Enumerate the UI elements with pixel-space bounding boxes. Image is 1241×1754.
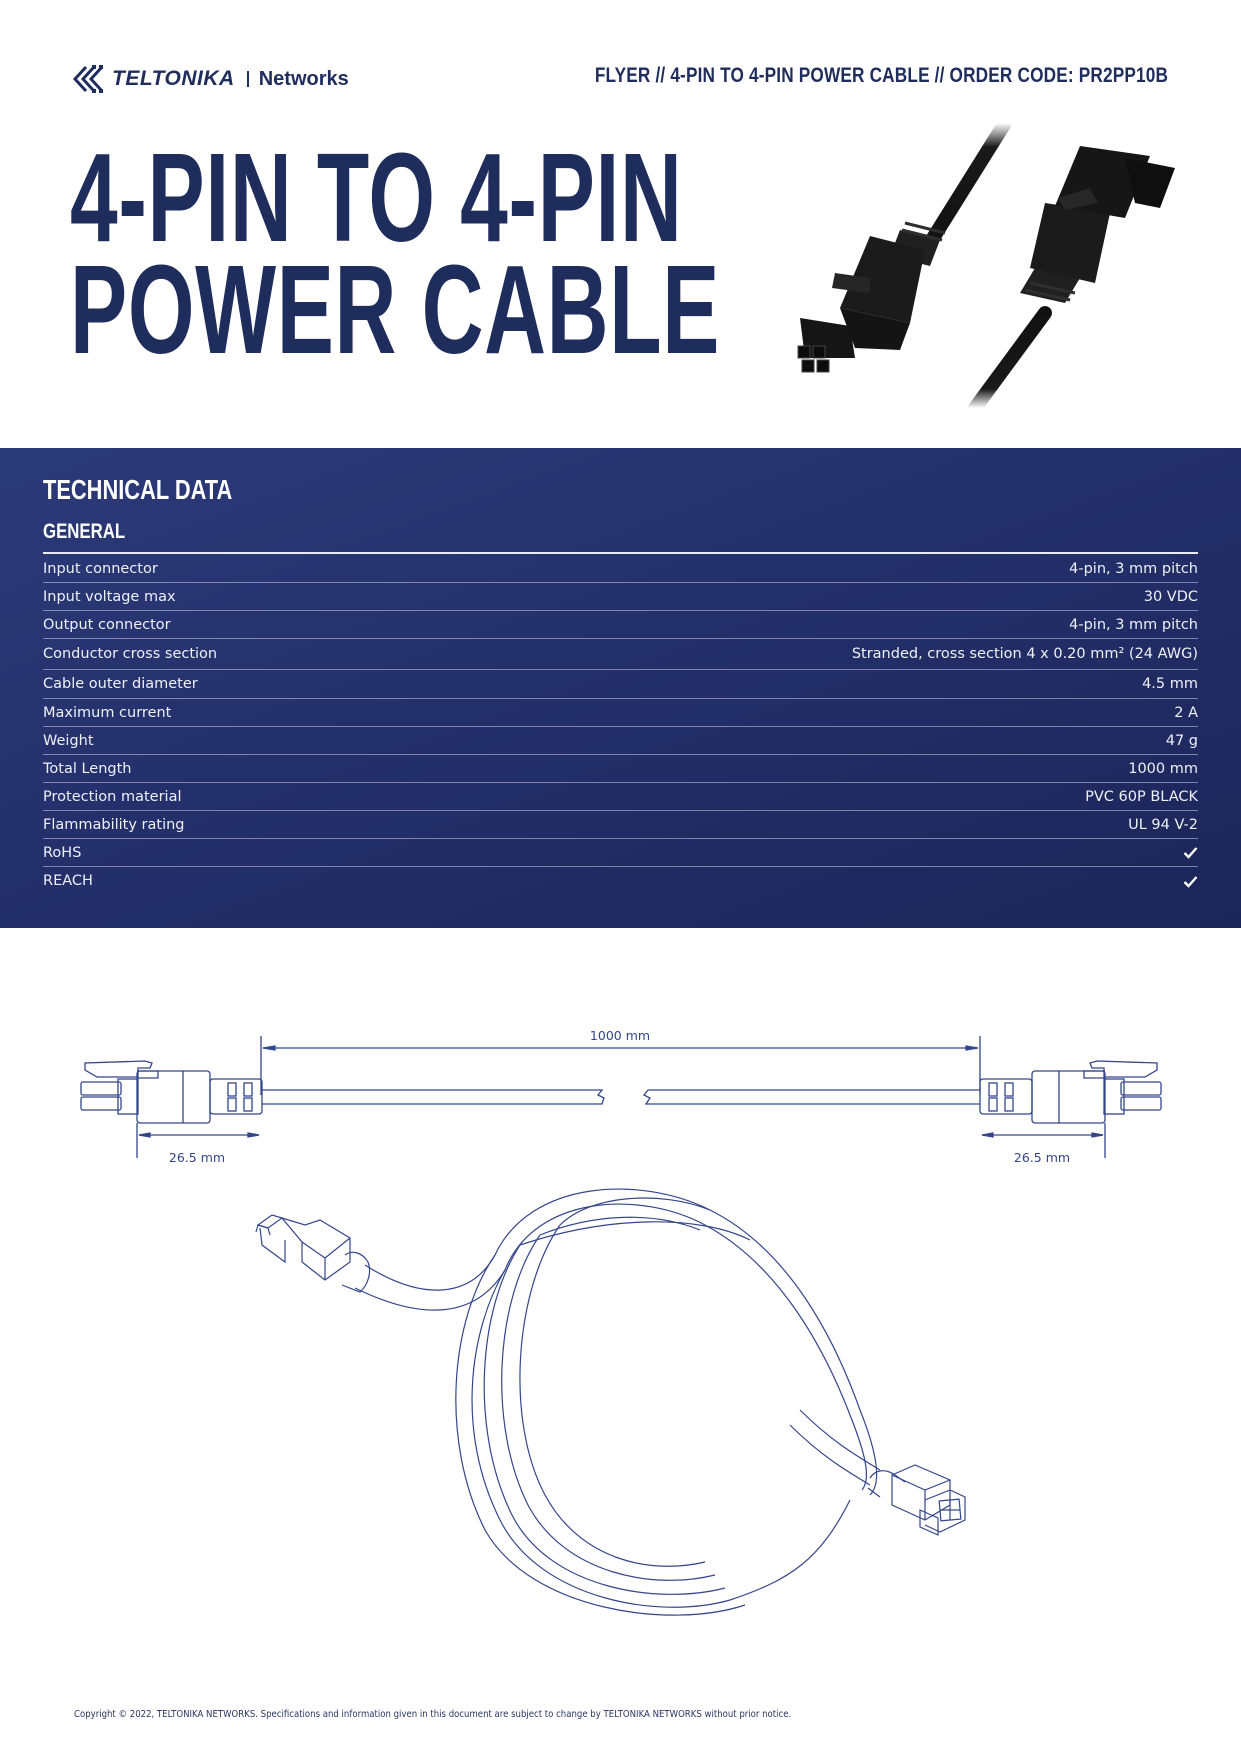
spec-row-conductor-cross-section: Conductor cross section Stranded, cross … [43,639,1198,670]
spec-label: Flammability rating [43,816,185,833]
total-length-label: 1000 mm [590,1028,650,1043]
logo-brand: TELTONIKA [112,67,235,90]
left-connector-length-label: 26.5 mm [169,1150,225,1165]
spec-value: 2 A [1174,704,1198,721]
spec-value: Stranded, cross section 4 x 0.20 mm² (24… [851,646,1198,662]
spec-label: Maximum current [43,704,172,721]
check-icon [1183,847,1198,859]
spec-label: Total Length [43,760,132,777]
teltonika-chevron-icon [72,65,104,93]
spec-row-total-length: Total Length 1000 mm [43,755,1198,783]
product-photo [797,118,1175,415]
spec-label: Conductor cross section [43,646,218,662]
spec-row-reach: REACH [43,867,1198,895]
spec-row-flammability: Flammability rating UL 94 V-2 [43,811,1198,839]
spec-value: 1000 mm [1128,760,1198,777]
spec-row-weight: Weight 47 g [43,727,1198,755]
spec-label: RoHS [43,844,82,861]
logo-division: Networks [258,67,349,90]
right-connector-body [1020,146,1175,303]
spec-value: 4-pin, 3 mm pitch [1069,560,1198,577]
spec-label: REACH [43,873,93,889]
left-connector-side-view [80,1060,263,1124]
spec-value: UL 94 V-2 [1128,816,1198,833]
spec-table: Input connector 4-pin, 3 mm pitch Input … [43,555,1198,895]
right-connector-side-view [979,1060,1162,1124]
technical-data-panel: TECHNICAL DATA GENERAL Input connector 4… [0,448,1241,928]
copyright-footer: Copyright © 2022, TELTONIKA NETWORKS. Sp… [74,1709,792,1720]
logo-divider [246,71,249,87]
spec-value: 4.5 mm [1142,676,1198,692]
spec-row-protection-material: Protection material PVC 60P BLACK [43,783,1198,811]
spec-row-input-voltage: Input voltage max 30 VDC [43,583,1198,611]
general-section-title: GENERAL [43,520,126,543]
spec-row-cable-diameter: Cable outer diameter 4.5 mm [43,670,1198,699]
title-line-1: 4-PIN TO 4-PIN [70,127,683,268]
left-connector-body [797,221,946,373]
teltonika-logo: TELTONIKA Networks [72,62,349,96]
spec-label: Cable outer diameter [43,676,198,692]
spec-value: PVC 60P BLACK [1085,788,1198,805]
page-title: 4-PIN TO 4-PIN POWER CABLE [70,127,830,380]
spec-label: Weight [43,732,94,749]
spec-value: 30 VDC [1143,588,1198,605]
spec-label: Input connector [43,560,158,577]
spec-label: Protection material [43,788,182,805]
right-connector-length-label: 26.5 mm [1014,1150,1070,1165]
document-label: FLYER // 4-PIN TO 4-PIN POWER CABLE // O… [594,64,1168,87]
spec-row-rohs: RoHS [43,839,1198,867]
title-line-2: POWER CABLE [70,239,721,380]
spec-value: 47 g [1165,732,1198,749]
technical-data-title: TECHNICAL DATA [43,474,233,505]
cable-technical-drawing: 1000 mm 26.5 mm 26.5 mm [80,1028,1162,1616]
section-divider [43,552,1198,554]
spec-value: 4-pin, 3 mm pitch [1069,616,1198,633]
spec-label: Input voltage max [43,588,176,605]
check-icon [1183,875,1198,888]
coiled-cable-view [255,1188,966,1616]
spec-row-output-connector: Output connector 4-pin, 3 mm pitch [43,611,1198,639]
spec-row-input-connector: Input connector 4-pin, 3 mm pitch [43,555,1198,583]
spec-label: Output connector [43,616,171,633]
spec-row-max-current: Maximum current 2 A [43,699,1198,727]
